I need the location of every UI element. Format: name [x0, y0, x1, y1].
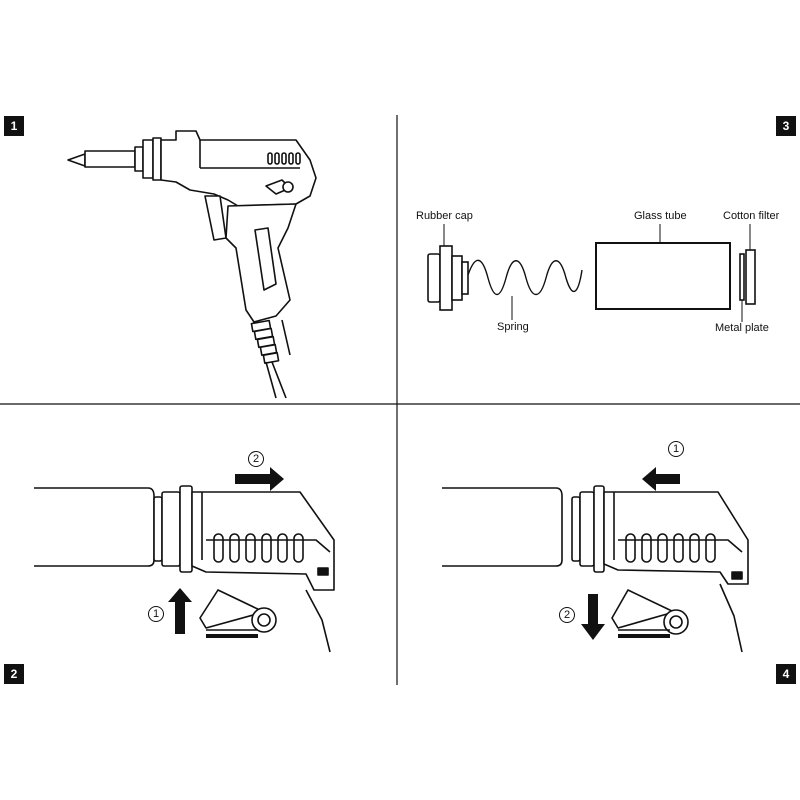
panel-number-2: 2	[4, 664, 24, 684]
rubber-cap	[427, 245, 469, 311]
vent-slots	[213, 533, 304, 563]
panel-dividers	[0, 115, 800, 685]
vent-slots	[625, 533, 716, 563]
panel-number-3: 3	[776, 116, 796, 136]
nozzle-tube	[84, 150, 136, 168]
spring	[467, 259, 583, 296]
nozzle-tip	[67, 153, 86, 167]
arrows-panel-4	[581, 467, 680, 640]
arrow-up	[168, 588, 192, 634]
step-marker-up: 1	[148, 606, 164, 622]
arrow-left	[642, 467, 680, 491]
arrows-panel-2	[168, 467, 284, 634]
arrow-down	[581, 594, 605, 640]
label-cotton-filter: Cotton filter	[723, 210, 780, 222]
step-marker-left: 1	[668, 441, 684, 457]
glass-tube	[595, 242, 731, 310]
step-marker-down: 2	[559, 607, 575, 623]
label-rubber-cap: Rubber cap	[416, 210, 473, 222]
vent-slots	[267, 152, 301, 165]
label-spring: Spring	[497, 321, 529, 333]
gun-head-closeup-left	[34, 485, 335, 653]
panel-number-1: 1	[4, 116, 24, 136]
metal-plate	[739, 253, 745, 301]
gun-head-closeup-right	[442, 485, 749, 653]
cotton-filter	[745, 249, 756, 305]
desoldering-gun-illustration	[67, 130, 317, 399]
label-glass-tube: Glass tube	[634, 210, 687, 222]
cable-strain-relief	[250, 319, 280, 364]
panel-number-4: 4	[776, 664, 796, 684]
exploded-parts-illustration	[427, 224, 756, 322]
label-metal-plate: Metal plate	[715, 322, 769, 334]
arrow-right	[235, 467, 284, 491]
step-marker-right: 2	[248, 451, 264, 467]
